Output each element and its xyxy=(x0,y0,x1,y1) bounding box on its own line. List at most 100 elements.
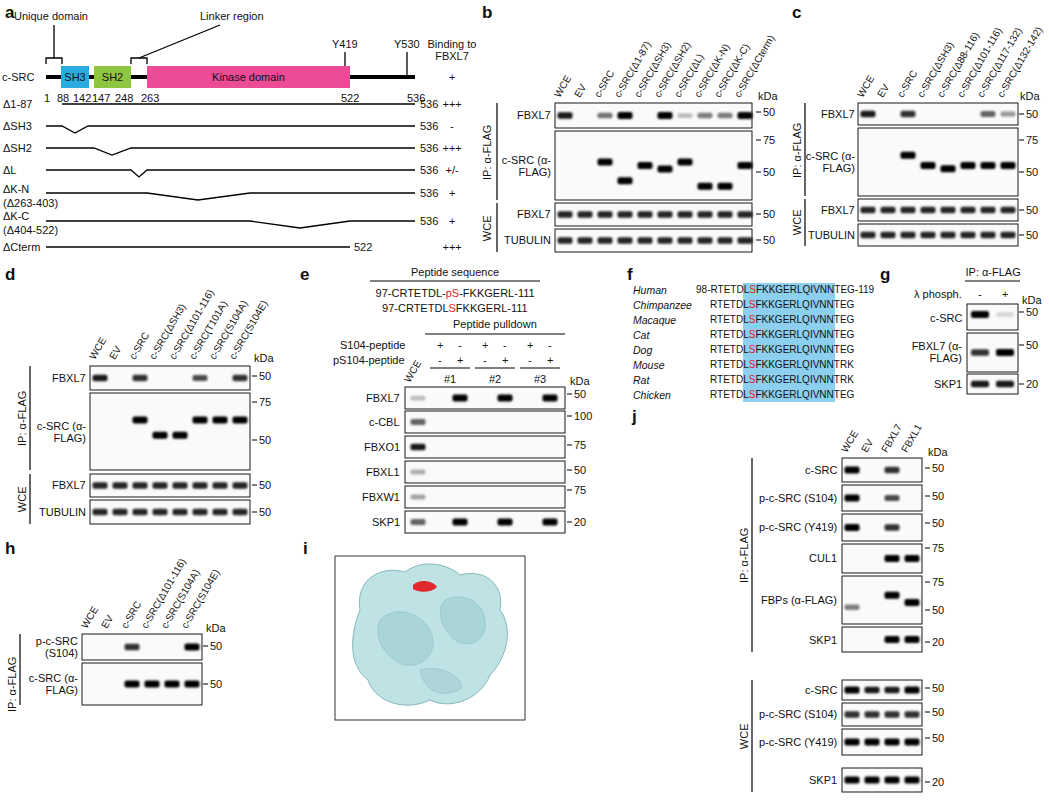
blot-band xyxy=(618,177,633,184)
group-label: IP: α-FLAG xyxy=(16,390,29,445)
sequence-letter: N xyxy=(827,344,834,355)
blot-band xyxy=(411,444,426,451)
sequence-letter: S xyxy=(449,302,456,314)
blot-band xyxy=(233,509,248,516)
blot-band xyxy=(185,681,200,688)
domain-name: Kinase domain xyxy=(212,71,285,84)
blot-band xyxy=(233,416,248,423)
blot-frame xyxy=(858,103,1018,125)
blot-band xyxy=(133,375,148,381)
sequence-letter: E xyxy=(840,314,847,325)
sequence-letter: E xyxy=(783,374,790,385)
blot-frame xyxy=(842,576,922,624)
sequence-letter: G xyxy=(847,299,855,310)
blot-band xyxy=(861,111,876,118)
blot-band xyxy=(971,311,989,318)
sequence-letter: Q xyxy=(803,284,811,295)
size-marker: 50 xyxy=(932,490,944,503)
sequence-letter: S xyxy=(452,287,459,299)
blot-band xyxy=(738,112,753,119)
marker-tick xyxy=(252,402,257,403)
size-marker: 50 xyxy=(259,434,271,447)
blot-band xyxy=(921,162,936,169)
blot-band xyxy=(698,237,713,244)
group-label: WCE xyxy=(481,215,494,241)
underline xyxy=(520,367,560,368)
sequence-letter: E xyxy=(840,284,847,295)
peptide-sequence: 97-CRTETDL-pS-FKKGERL-111 xyxy=(376,287,535,300)
sequence-letter: R xyxy=(710,284,717,295)
blot-frame xyxy=(405,511,565,533)
row-label: S104-peptide xyxy=(340,339,405,352)
sequence-letter: 1 xyxy=(863,284,869,295)
label: 142 xyxy=(73,92,91,105)
sequence-letter: G xyxy=(775,329,783,340)
sequence-letter: T xyxy=(730,329,736,340)
label: c-SRC xyxy=(2,71,34,84)
label: Y419 xyxy=(332,38,358,51)
sequence-letter: G xyxy=(847,314,855,325)
sequence-letter: I xyxy=(810,389,813,400)
size-marker: 75 xyxy=(932,542,944,555)
sequence-letter: Q xyxy=(802,344,810,355)
bracket-line xyxy=(496,203,497,252)
sequence: RTETDLSFKKGERLQIVNNTEG xyxy=(710,314,854,326)
label: #3 xyxy=(534,373,546,386)
sequence-letter: L xyxy=(743,374,749,385)
blot-band xyxy=(678,159,693,166)
lane-label: WCE xyxy=(552,74,574,100)
blot-band xyxy=(981,207,996,214)
size-marker: 50 xyxy=(763,234,775,247)
size-marker: 50 xyxy=(259,479,271,492)
sequence-letter: G xyxy=(775,374,783,385)
sequence-letter: K xyxy=(762,344,769,355)
sequence-letter: T xyxy=(717,314,723,325)
blot-band xyxy=(901,152,916,159)
sequence-letter: Q xyxy=(802,314,810,325)
sequence-letter: R xyxy=(710,344,717,355)
sequence-letter: V xyxy=(813,389,820,400)
sequence-letter: E xyxy=(783,284,790,295)
blot-strip xyxy=(555,103,753,128)
species-name: Rat xyxy=(633,374,649,386)
marker-tick xyxy=(925,523,930,524)
sequence-letter: L xyxy=(797,374,803,385)
sequence-letter: - xyxy=(855,284,858,295)
sequence-letter: L xyxy=(442,302,448,314)
row-label: FBXL7 xyxy=(517,208,551,221)
blot-frame xyxy=(90,474,250,497)
sequence-letter: E xyxy=(486,302,493,314)
blot-band xyxy=(93,509,108,516)
size-marker: 75 xyxy=(1026,134,1038,147)
label: (Δ404-522) xyxy=(3,224,58,237)
sequence-letter: E xyxy=(724,284,731,295)
surface-shade xyxy=(440,597,485,644)
marker-tick xyxy=(925,642,930,643)
lane-label: EV xyxy=(107,344,124,361)
sequence-letter: N xyxy=(827,314,834,325)
blot-strip xyxy=(967,333,1018,372)
blot-band xyxy=(845,739,860,746)
blot-band xyxy=(185,644,200,651)
panel-letter: h xyxy=(5,540,15,559)
sequence-letter: T xyxy=(717,359,723,370)
blot-band xyxy=(865,777,880,784)
label: (Δ263-403) xyxy=(3,197,58,210)
sequence-letter: K xyxy=(768,314,775,325)
blot-band xyxy=(173,432,188,439)
construct-line xyxy=(46,221,415,228)
bracket-line xyxy=(29,474,30,524)
blot-frame xyxy=(405,461,565,483)
panel-letter: i xyxy=(303,540,308,559)
label: - xyxy=(450,120,454,133)
sequence-letter: N xyxy=(827,299,834,310)
species-name: Chimpanzee xyxy=(633,299,692,311)
sequence-letter: E xyxy=(840,344,847,355)
size-marker: 50 xyxy=(932,517,944,530)
marker-tick xyxy=(567,416,572,417)
label: + xyxy=(457,354,463,367)
row-label: SKP1 xyxy=(809,634,837,647)
blot-strip xyxy=(555,229,753,252)
blot-band xyxy=(165,681,180,688)
sequence-letter: R xyxy=(710,374,717,385)
